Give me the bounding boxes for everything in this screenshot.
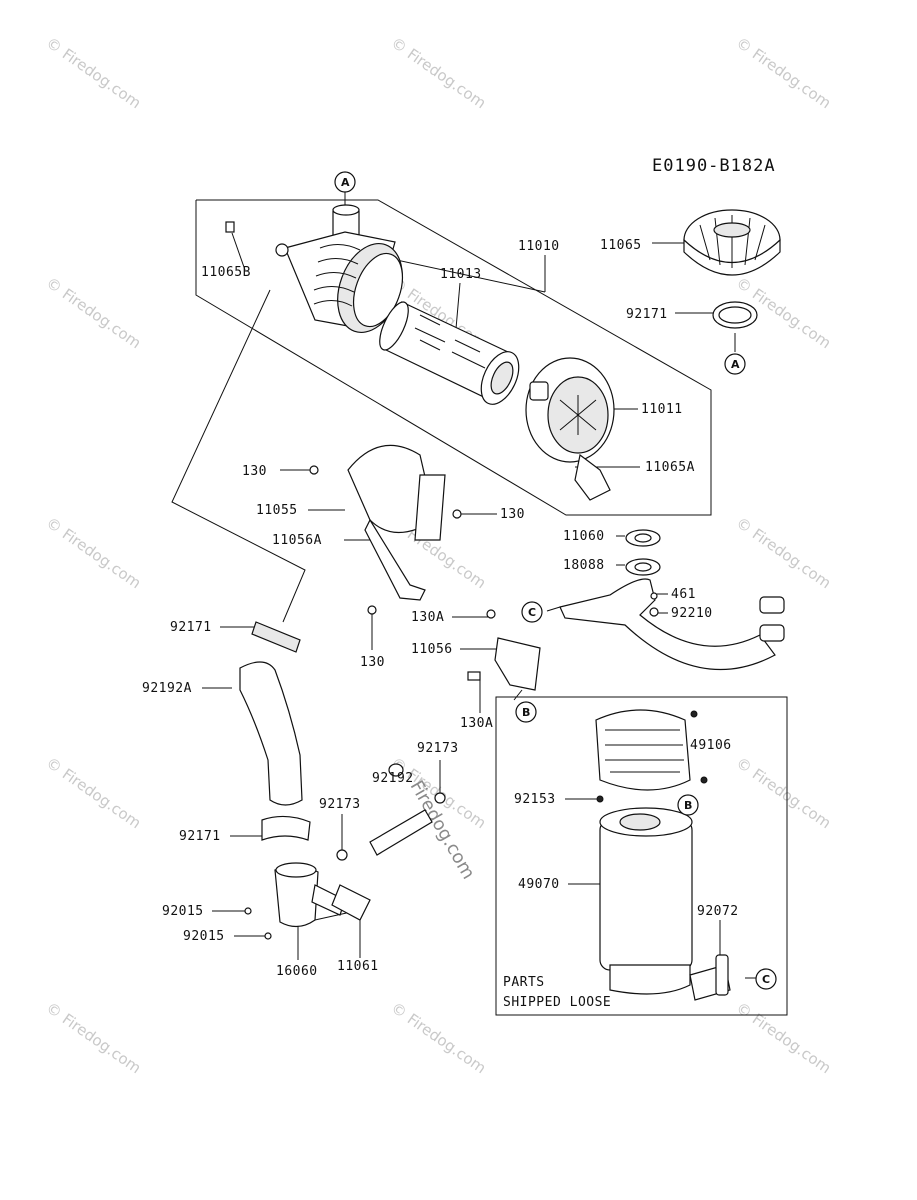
ref-marker-c: C [755,968,777,990]
watermark: © Firedog.com [733,999,835,1078]
svg-text:C: C [762,973,770,986]
hose-clamp-top [712,301,758,329]
ref-marker-b: B [677,794,699,816]
watermark: © Firedog.com [43,754,145,833]
part-label: 92192 [372,771,414,786]
part-label: 16060 [276,964,318,979]
breather-tube [336,763,446,861]
part-label: 92173 [319,797,361,812]
part-label: 92171 [170,620,212,635]
part-label: 11060 [563,529,605,544]
part-label: 92015 [183,929,225,944]
air-cleaner-body [225,204,404,334]
svg-text:A: A [731,358,740,371]
outline-lines [171,192,788,1016]
muffler [599,807,731,1001]
muffler-clamp [715,954,729,996]
parts-drawings [225,204,785,1001]
hose-clamp-mid [251,621,301,653]
svg-text:C: C [528,606,536,619]
part-label: 18088 [563,558,605,573]
svg-text:B: B [684,799,692,812]
part-label: 92173 [417,741,459,756]
ref-marker-b: B [515,701,537,723]
part-label: 130 [242,464,267,479]
diagram-code: E0190-B182A [652,156,776,176]
ref-marker-a: A [724,353,746,375]
part-label: 92153 [514,792,556,807]
part-label: 49070 [518,877,560,892]
part-label: 130A [411,610,444,625]
watermark: © Firedog.com [43,999,145,1078]
exhaust-bracket [467,609,541,691]
part-label: 92015 [162,904,204,919]
muffler-guard [595,709,708,803]
top-cover [683,209,781,276]
shipped-loose-note: PARTS SHIPPED LOOSE [503,975,611,1010]
part-label: 92171 [626,307,668,322]
part-label: 130A [460,716,493,731]
watermark: © Firedog.com [733,754,835,833]
part-label: 11010 [518,239,560,254]
air-filter-element [379,301,520,405]
part-label: 92072 [697,904,739,919]
elbow-gasket [331,884,371,921]
note-line-2: SHIPPED LOOSE [503,995,611,1010]
ref-marker-a: A [334,171,356,193]
part-label: 11055 [256,503,298,518]
watermarks: © Firedog.com © Firedog.com © Firedog.co… [43,34,835,1078]
part-label: 11011 [641,402,683,417]
part-label: 11061 [337,959,379,974]
watermark: © Firedog.com [388,999,490,1078]
part-label: 11065 [600,238,642,253]
part-label: 11065A [645,460,695,475]
intake-hose [239,661,311,841]
part-label: 49106 [690,738,732,753]
reference-markers: A A C B B C [334,171,777,990]
exhaust-pipe [559,578,785,671]
air-cleaner-cap [525,357,615,501]
watermark: © Firedog.com [43,514,145,593]
mount-band [309,444,462,615]
exhaust-gaskets [625,529,661,576]
watermark: © Firedog.com [43,274,145,353]
part-label: 92171 [179,829,221,844]
intake-elbow [244,862,346,940]
part-label: 130 [500,507,525,522]
watermark: © Firedog.com [388,34,490,113]
svg-text:A: A [341,176,350,189]
part-label: 92210 [671,606,713,621]
svg-text:B: B [522,706,530,719]
part-label: 130 [360,655,385,670]
part-label: 11065B [201,265,251,280]
ref-marker-c: C [521,601,543,623]
part-label: 11056 [411,642,453,657]
note-line-1: PARTS [503,975,545,990]
part-labels: 11010 11013 11065 11065B 92171 11011 110… [142,238,739,979]
part-label: 11056A [272,533,322,548]
watermark: © Firedog.com [43,34,145,113]
watermark: © Firedog.com [733,514,835,593]
part-label: 461 [671,587,696,602]
watermark: © Firedog.com [733,34,835,113]
part-label: 11013 [440,267,482,282]
part-label: 92192A [142,681,192,696]
